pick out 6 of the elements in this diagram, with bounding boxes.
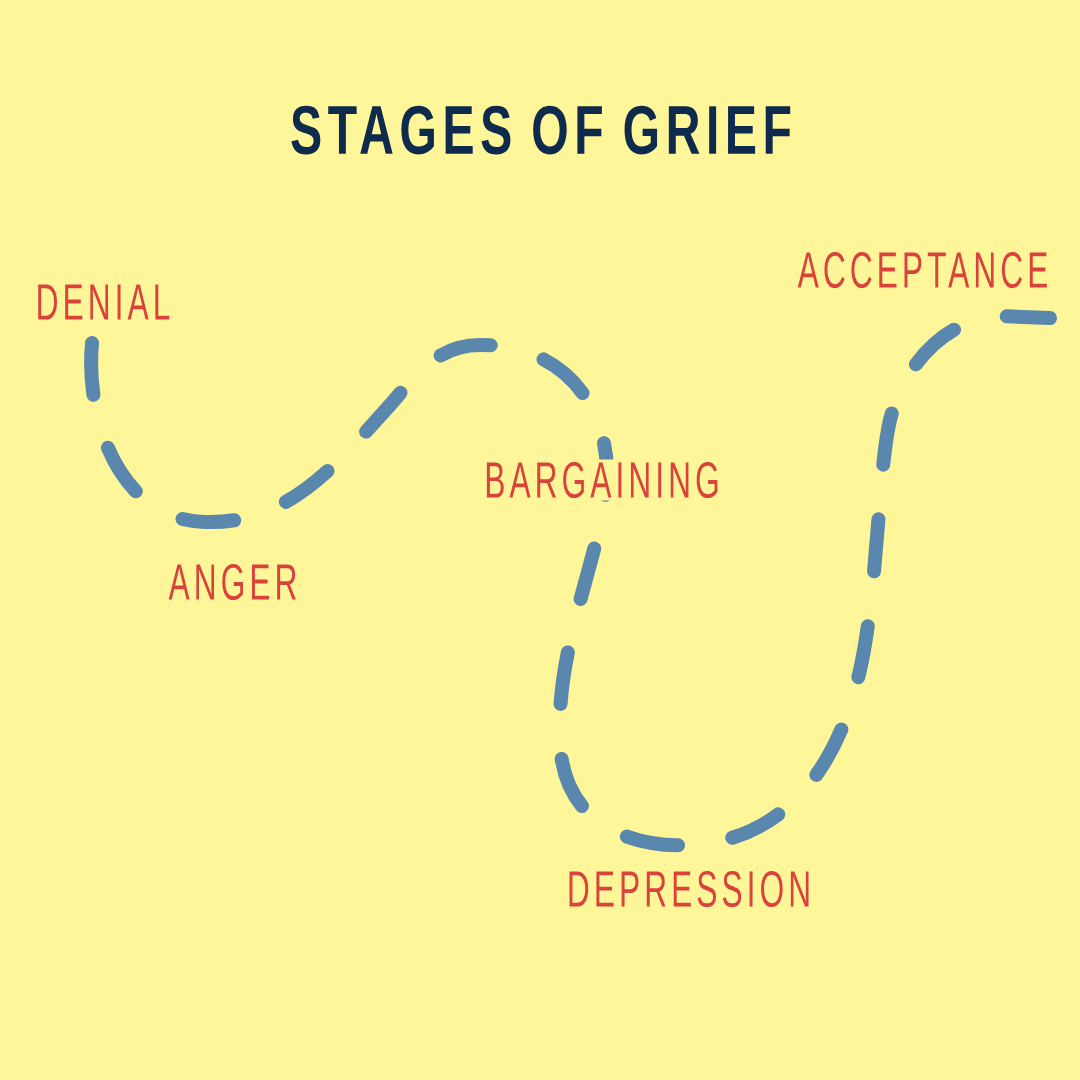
stage-label: ACCEPTANCE — [797, 251, 1047, 289]
stage-label: ANGER — [168, 563, 296, 601]
stage-label: BARGAINING — [481, 459, 723, 501]
title: STAGES OF GRIEF — [291, 105, 791, 155]
stage-label: DEPRESSION — [569, 870, 809, 908]
stage-label: DENIAL — [38, 284, 170, 320]
